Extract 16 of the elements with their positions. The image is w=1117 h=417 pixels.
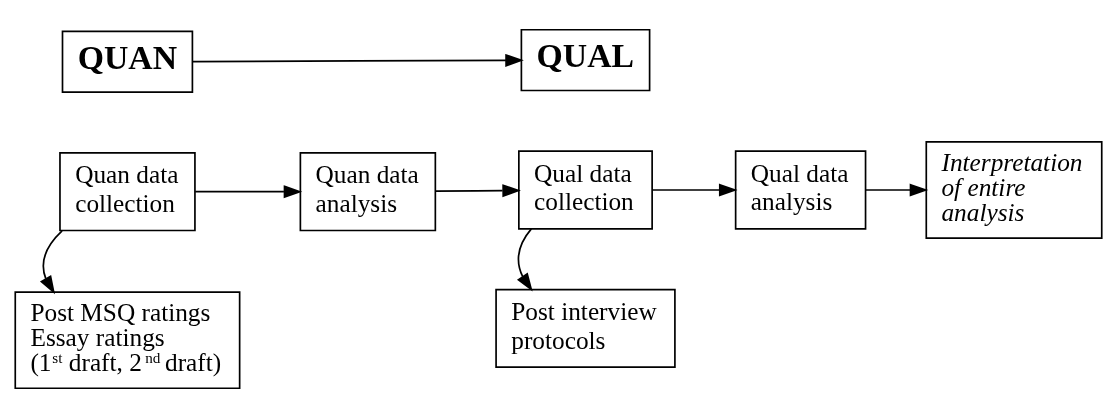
node-box: Post MSQ ratings Essay ratings (1$^{st}$ draft, 2$^{nd}$ draft) bbox=[14, 290, 241, 389]
node-box: QUAL bbox=[520, 28, 651, 91]
node-box: Interpretation of entire analysis bbox=[925, 140, 1103, 239]
arrow bbox=[434, 183, 521, 197]
node-box: Qual data analysis bbox=[734, 149, 867, 230]
arrow bbox=[865, 183, 929, 197]
arrow bbox=[194, 184, 303, 198]
node-box: Quan data analysis bbox=[299, 151, 437, 231]
arrow bbox=[39, 229, 63, 294]
arrow bbox=[516, 227, 533, 292]
node-box: Post interview protocols bbox=[495, 288, 676, 368]
arrow bbox=[651, 183, 738, 197]
arrow bbox=[192, 53, 524, 67]
node-box: Quan data collection bbox=[59, 151, 196, 231]
node-box: Qual data collection bbox=[518, 149, 653, 230]
node-box: QUAN bbox=[61, 30, 194, 93]
